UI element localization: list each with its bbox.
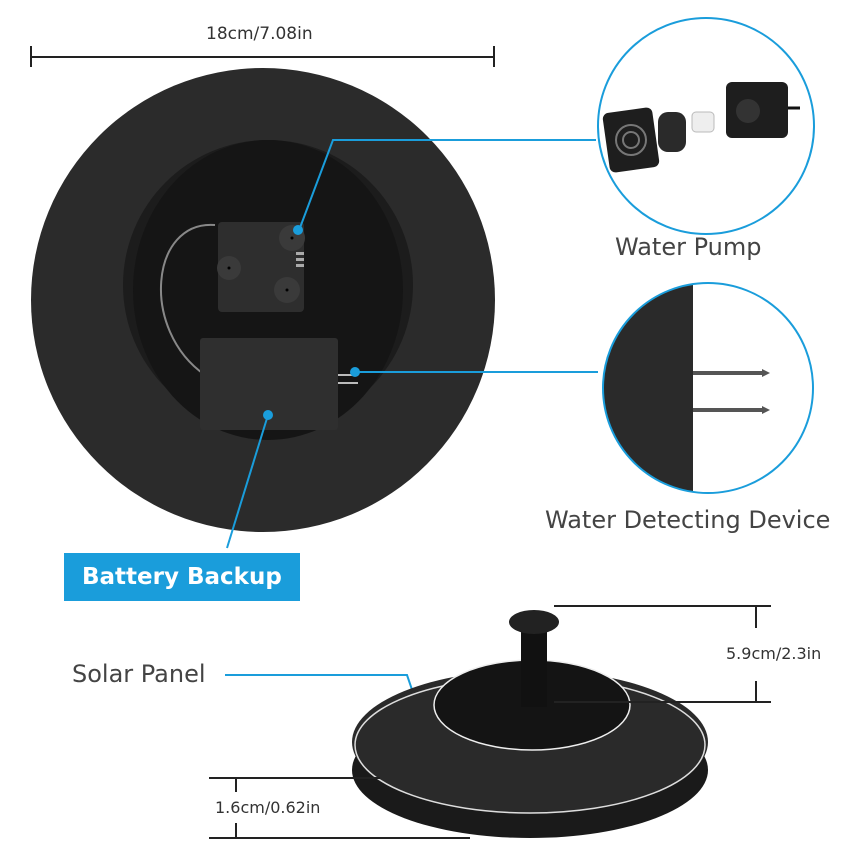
thickness-dimension-line (209, 777, 470, 839)
water-pump-inset (597, 17, 815, 235)
water-detecting-device-label: Water Detecting Device (545, 506, 831, 534)
pump-block (217, 222, 305, 312)
battery-box (200, 338, 358, 430)
thickness-dimension-label: 1.6cm/0.62in (215, 798, 321, 817)
water-detecting-inset (602, 282, 814, 494)
solar-panel-label: Solar Panel (72, 660, 206, 688)
width-dimension-label: 18cm/7.08in (206, 24, 313, 44)
height-dimension-label: 5.9cm/2.3in (726, 644, 822, 663)
width-dimension-line (30, 46, 495, 67)
fountain-underside-view (31, 68, 495, 532)
fountain-perspective-view (352, 610, 708, 838)
battery-backup-badge: Battery Backup (64, 553, 300, 601)
height-dimension-line (554, 605, 771, 703)
water-pump-label: Water Pump (615, 233, 762, 261)
callout-lines (225, 139, 598, 764)
